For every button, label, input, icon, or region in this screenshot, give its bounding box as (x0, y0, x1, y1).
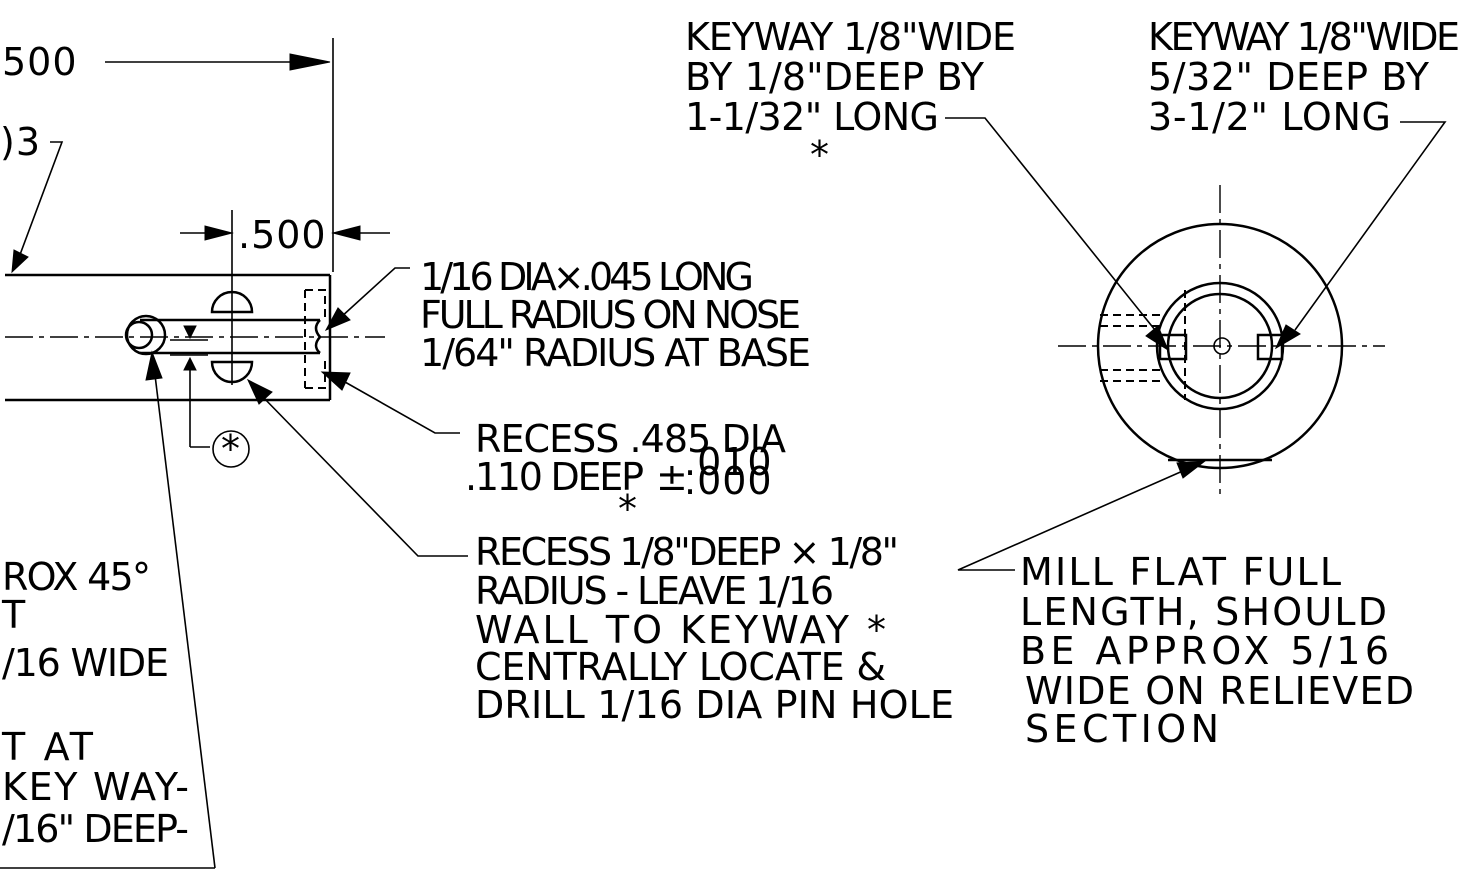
note-mill-flat-arrow (1176, 460, 1207, 479)
end-view-pin-hole (1213, 337, 1231, 355)
note-pin-hole: 1/16 DIA×.045 LONG FULL RADIUS ON NOSE 1… (324, 255, 812, 375)
note-pin-hole-line-3: 1/64" RADIUS AT BASE (420, 331, 812, 375)
dim-small-arrow-top (183, 325, 197, 340)
note-mill-flat-leader (957, 469, 1186, 571)
dim-500-mid-arrow-left (204, 225, 234, 241)
note-recess-radius-arrow (246, 378, 273, 405)
note-recess-dia-tol-lower: .000 (684, 459, 773, 503)
pin-nose (314, 319, 322, 354)
note-recess-radius-line-4: CENTRALLY LOCATE & (475, 645, 887, 689)
note-mill-flat-line-1: MILL FLAT FULL (1020, 550, 1342, 594)
note-left-partial: ROX 45° T /16 WIDE T AT KEY WAY- /16" DE… (0, 350, 216, 869)
dim-03-arrow (11, 249, 29, 274)
note-recess-dia-tol-upper: .010 (684, 440, 773, 484)
note-keyway-long-leader (1294, 121, 1447, 331)
note-recess-radius-line-3: WALL TO KEYWAY * (475, 608, 887, 652)
note-keyway-short-line-3: 1-1/32" LONG (685, 95, 940, 139)
note-pin-hole-line-2: FULL RADIUS ON NOSE (420, 293, 802, 337)
dim-500-mid: .500 (238, 213, 327, 257)
end-recess-hidden-top (305, 289, 326, 318)
note-recess-dia-leader (344, 381, 460, 434)
note-recess-dia: RECESS .485 DIA .110 DEEP ± .010 .000 * (320, 371, 787, 531)
note-left-partial-line-5: KEY WAY- (2, 765, 190, 809)
note-pin-hole-leader (339, 267, 410, 319)
note-keyway-short-line-2: BY 1/8"DEEP BY (685, 55, 985, 99)
note-recess-radius-line-2: RADIUS - LEAVE 1/16 (475, 569, 835, 613)
note-recess-dia-arrow (320, 371, 351, 391)
note-left-partial-arrow (145, 350, 163, 381)
note-left-partial-line-1: ROX 45° (2, 555, 152, 599)
circled-star-text: * (221, 427, 241, 471)
end-recess-hidden-bottom (305, 360, 326, 389)
note-keyway-short-line-1: KEYWAY 1/8"WIDE (685, 15, 1017, 59)
note-recess-dia-line-1: RECESS .485 DIA (475, 417, 787, 461)
note-keyway-long-line-2: 5/32" DEEP BY (1148, 55, 1430, 99)
note-mill-flat-line-5: SECTION (1025, 707, 1220, 751)
pin-end-circle-outer (125, 314, 167, 356)
dimensions: 500 )3 .500 * (0, 38, 390, 471)
end-view (1058, 185, 1385, 495)
note-recess-radius-line-1: RECESS 1/8"DEEP × 1/8" (475, 530, 900, 574)
recess-semicircle-top (210, 290, 254, 314)
note-left-partial-line-4: T AT (1, 725, 94, 769)
note-mill-flat-line-3: BE APPROX 5/16 (1020, 629, 1390, 673)
note-left-partial-leader (154, 374, 216, 869)
note-mill-flat-line-4: WIDE ON RELIEVED (1025, 669, 1415, 713)
dim-500-top: 500 (2, 40, 78, 84)
note-left-partial-line-3: /16 WIDE (2, 641, 170, 685)
dim-03-partial: )3 (0, 120, 41, 164)
recess-semicircle-bottom (210, 360, 254, 384)
note-keyway-long: KEYWAY 1/8"WIDE 5/32" DEEP BY 3-1/2" LON… (1148, 15, 1461, 350)
dim-500-top-arrow (289, 53, 331, 71)
dim-03-leader (17, 141, 64, 261)
note-recess-radius: RECESS 1/8"DEEP × 1/8" RADIUS - LEAVE 1/… (246, 378, 955, 727)
note-mill-flat: MILL FLAT FULL LENGTH, SHOULD BE APPROX … (957, 460, 1415, 751)
end-view-outer-circle (1096, 222, 1344, 470)
note-recess-radius-leader (259, 393, 468, 557)
note-keyway-short-leader (945, 117, 1156, 331)
note-recess-radius-line-5: DRILL 1/16 DIA PIN HOLE (475, 683, 955, 727)
end-view-keyway-right (1256, 333, 1284, 361)
note-keyway-long-line-1: KEYWAY 1/8"WIDE (1148, 15, 1461, 59)
note-mill-flat-line-2: LENGTH, SHOULD (1020, 590, 1388, 634)
note-recess-dia-star: * (618, 487, 638, 531)
note-keyway-long-arrow (1274, 324, 1301, 350)
dim-small-arrow-bottom (183, 356, 197, 371)
note-recess-dia-pm: ± (656, 455, 689, 499)
note-left-partial-line-2: T (1, 593, 26, 637)
end-view-inner-circle (1166, 292, 1274, 400)
note-keyway-long-line-3: 3-1/2" LONG (1148, 95, 1392, 139)
note-keyway-short-star: * (810, 133, 830, 177)
side-view (5, 210, 385, 402)
dim-500-mid-arrow-right (331, 225, 361, 241)
circled-star-symbol (212, 430, 250, 468)
note-keyway-short: KEYWAY 1/8"WIDE BY 1/8"DEEP BY 1-1/32" L… (685, 15, 1170, 352)
note-left-partial-line-6: /16" DEEP- (2, 807, 190, 851)
note-keyway-short-arrow (1145, 325, 1170, 352)
pin-end-circle-inner (124, 320, 154, 350)
note-pin-hole-arrow (324, 307, 351, 332)
note-recess-dia-line-2: .110 DEEP (465, 455, 645, 499)
note-pin-hole-line-1: 1/16 DIA×.045 LONG (420, 255, 755, 299)
